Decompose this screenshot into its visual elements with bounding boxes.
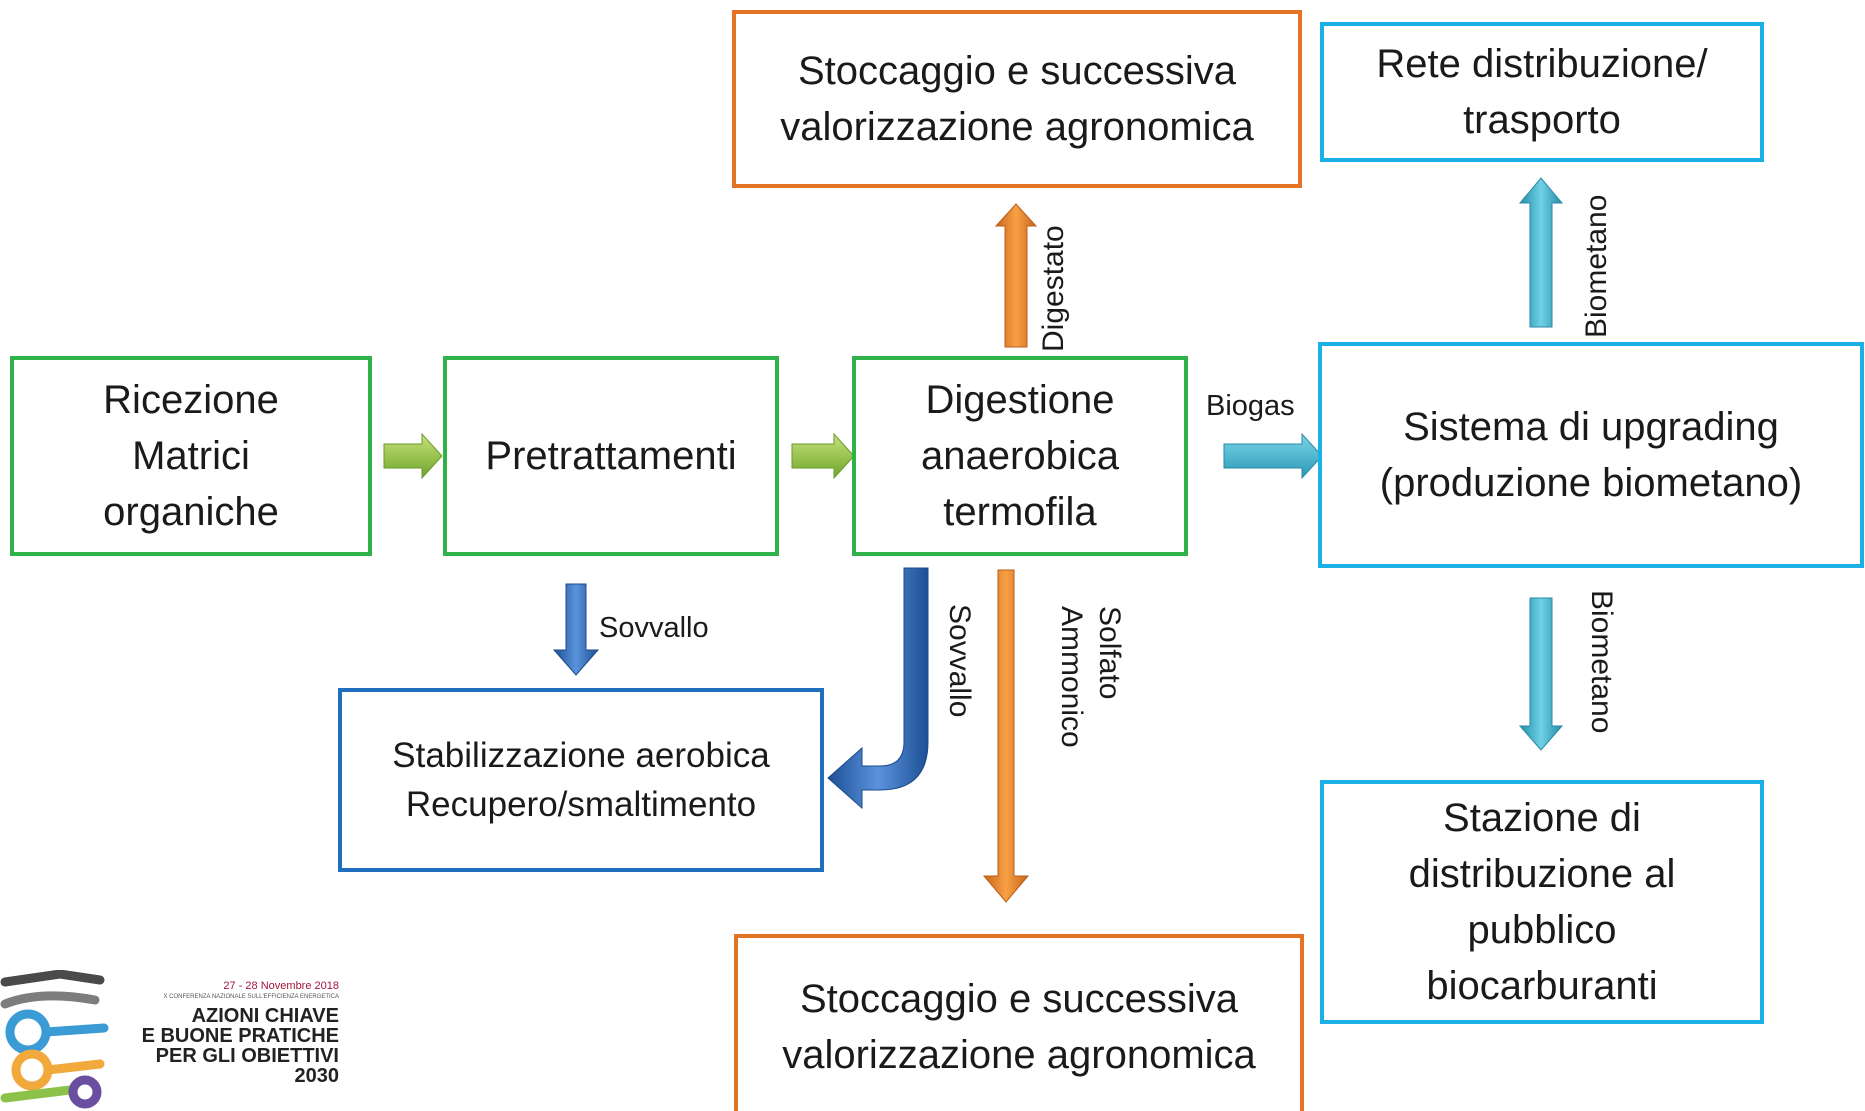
- box-stoccaggio-bottom-text: Stoccaggio e successiva valorizzazione a…: [782, 976, 1256, 1077]
- arrow-pretrattamenti-to-digestione: [791, 432, 855, 480]
- label-digestato: Digestato: [1037, 225, 1070, 352]
- logo-dates: 27 - 28 Novembre 2018: [223, 980, 339, 992]
- arrow-digestato: [994, 203, 1038, 348]
- box-stazione-text: Stazione di distribuzione al pubblico bi…: [1408, 796, 1676, 1008]
- keys-graphic-icon: [0, 969, 109, 1109]
- arrow-solfato-ammonico: [982, 569, 1030, 903]
- label-biometano-down: Biometano: [1585, 590, 1618, 734]
- logo-conference: X CONFERENZA NAZIONALE SULL'EFFICIENZA E…: [163, 994, 339, 1000]
- logo-line1: AZIONI CHIAVE: [191, 1005, 339, 1027]
- box-stoccaggio-top: Stoccaggio e successiva valorizzazione a…: [732, 10, 1302, 188]
- logo-line2: E BUONE PRATICHE: [141, 1025, 339, 1047]
- box-upgrading-text: Sistema di upgrading (produzione biometa…: [1379, 405, 1803, 505]
- box-ricezione: Ricezione Matrici organiche: [10, 356, 372, 556]
- box-digestione: Digestione anaerobica termofila: [852, 356, 1188, 556]
- box-ricezione-text: Ricezione Matrici organiche: [103, 378, 279, 534]
- label-biometano-up: Biometano: [1580, 194, 1613, 338]
- arrow-biometano-down: [1518, 597, 1564, 751]
- logo-line3: PER GLI OBIETTIVI: [155, 1045, 339, 1067]
- box-stabilizzazione: Stabilizzazione aerobica Recupero/smalti…: [338, 688, 824, 872]
- conference-logo: 27 - 28 Novembre 2018 X CONFERENZA NAZIO…: [0, 969, 345, 1111]
- label-sovvallo-right: Sovvallo: [943, 604, 976, 718]
- box-upgrading: Sistema di upgrading (produzione biometa…: [1318, 342, 1864, 568]
- box-rete-distribuzione: Rete distribuzione/ trasporto: [1320, 22, 1764, 162]
- box-digestione-text: Digestione anaerobica termofila: [921, 378, 1119, 534]
- label-sovvallo-left: Sovvallo: [599, 612, 709, 644]
- arrow-biogas: [1223, 432, 1323, 480]
- label-solfato-ammonico: Solfato Ammonico: [1055, 606, 1127, 748]
- arrow-ricezione-to-pretrattamenti: [383, 432, 443, 480]
- arrow-sovvallo-digestione: [827, 567, 929, 810]
- logo-line4: 2030: [294, 1065, 340, 1087]
- box-pretrattamenti-text: Pretrattamenti: [485, 434, 737, 478]
- label-biogas: Biogas: [1206, 390, 1295, 422]
- box-stoccaggio-bottom: Stoccaggio e successiva valorizzazione a…: [734, 934, 1304, 1111]
- box-pretrattamenti: Pretrattamenti: [443, 356, 779, 556]
- box-rete-text: Rete distribuzione/ trasporto: [1376, 42, 1708, 142]
- box-stabilizzazione-text: Stabilizzazione aerobica Recupero/smalti…: [392, 736, 770, 824]
- box-stazione: Stazione di distribuzione al pubblico bi…: [1320, 780, 1764, 1024]
- arrow-sovvallo-pretrattamenti: [552, 583, 600, 676]
- box-stoccaggio-top-text: Stoccaggio e successiva valorizzazione a…: [780, 49, 1254, 149]
- arrow-biometano-up: [1518, 177, 1564, 328]
